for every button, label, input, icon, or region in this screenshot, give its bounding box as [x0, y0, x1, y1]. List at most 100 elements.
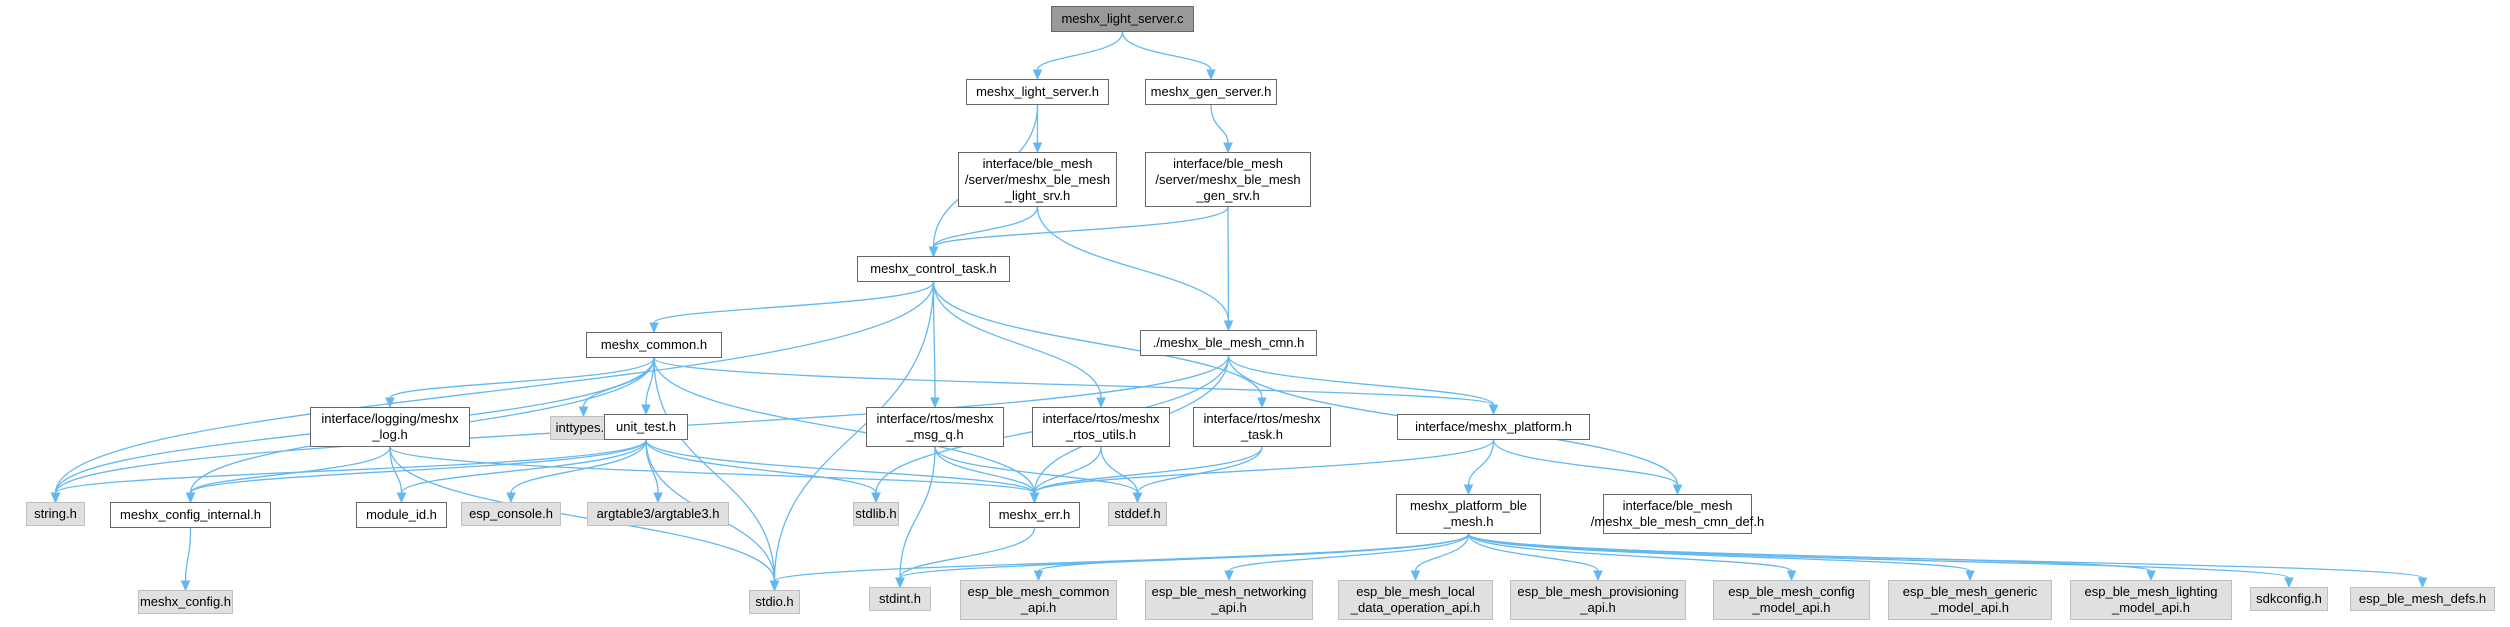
- node-platform-ble-mesh-h[interactable]: meshx_platform_ble_mesh.h: [1396, 494, 1541, 534]
- node-label-line: _log.h: [372, 427, 408, 442]
- edge-ble-mesh-cmn-h-to-platform-h: [1227, 355, 1499, 416]
- node-gen-server-h[interactable]: meshx_gen_server.h: [1145, 79, 1277, 105]
- node-label-line: interface/ble_mesh: [1173, 155, 1283, 171]
- edge-platform-ble-mesh-h-to-generic-model-api-h: [1467, 533, 1975, 582]
- node-label-line: meshx_gen_server.h: [1150, 84, 1272, 99]
- edge-unit-test-h-to-stdlib-h: [645, 439, 881, 504]
- node-label-line: _rtos_utils.h: [1065, 427, 1137, 442]
- edge-platform-ble-mesh-h-to-networking-api-h: [1224, 533, 1470, 582]
- node-lighting-model-api-h[interactable]: esp_ble_mesh_lighting_model_api.h: [2070, 580, 2232, 620]
- node-module-id-h[interactable]: module_id.h: [356, 502, 447, 528]
- node-stdio-h[interactable]: stdio.h: [749, 590, 800, 614]
- node-label-line: stddef.h: [1114, 506, 1161, 521]
- node-label-line: /server/meshx_ble_mesh: [1155, 171, 1301, 187]
- node-light-server-h[interactable]: meshx_light_server.h: [966, 79, 1109, 105]
- edge-light-srv-h-to-ble-mesh-cmn-h: [1036, 206, 1234, 332]
- node-config-model-api-h[interactable]: esp_ble_mesh_config_model_api.h: [1713, 580, 1870, 620]
- node-label-line: meshx_light_server.h: [976, 84, 1099, 99]
- node-provisioning-api-h[interactable]: esp_ble_mesh_provisioning_api.h: [1510, 580, 1686, 620]
- edge-control-task-h-to-task-h: [932, 281, 1267, 409]
- node-label-line: argtable3/argtable3.h: [596, 506, 720, 521]
- node-stddef-h[interactable]: stddef.h: [1108, 502, 1167, 526]
- node-ble-mesh-cmn-h[interactable]: ./meshx_ble_mesh_cmn.h: [1140, 330, 1317, 356]
- edge-platform-h-to-cmn-def-h: [1492, 439, 1683, 496]
- edge-msg-q-h-to-stdint-h: [895, 446, 936, 589]
- edge-platform-h-to-platform-ble-mesh-h: [1463, 439, 1495, 496]
- node-gen-srv-h[interactable]: interface/ble_mesh/server/meshx_ble_mesh…: [1145, 152, 1311, 207]
- edge-unit-test-h-to-string-h: [50, 439, 647, 504]
- node-argtable3-h[interactable]: argtable3/argtable3.h: [587, 502, 729, 526]
- edge-control-task-h-to-common-h: [649, 281, 935, 334]
- node-rtos-utils-h[interactable]: interface/rtos/meshx_rtos_utils.h: [1032, 407, 1170, 447]
- node-label-line: unit_test.h: [616, 419, 676, 434]
- node-label-line: _api.h: [1020, 600, 1057, 615]
- node-label-line: esp_console.h: [469, 506, 553, 521]
- node-label-line: meshx_light_server.c: [1061, 11, 1184, 26]
- node-label-line: meshx_common.h: [600, 337, 708, 352]
- node-root[interactable]: meshx_light_server.c: [1051, 6, 1194, 32]
- node-label-line: sdkconfig.h: [2256, 591, 2322, 606]
- edge-light-srv-h-to-control-task-h: [928, 206, 1039, 258]
- node-local-data-api-h[interactable]: esp_ble_mesh_local_data_operation_api.h: [1338, 580, 1493, 620]
- edge-task-h-to-stddef-h: [1132, 446, 1263, 504]
- node-networking-api-h[interactable]: esp_ble_mesh_networking_api.h: [1145, 580, 1313, 620]
- node-label-line: stdlib.h: [855, 506, 897, 521]
- edge-unit-test-h-to-module-id-h: [396, 439, 647, 504]
- node-label-line: _gen_srv.h: [1196, 187, 1260, 203]
- node-label-line: _model_api.h: [2111, 600, 2191, 615]
- node-meshx-config-h[interactable]: meshx_config.h: [138, 590, 233, 614]
- node-defs-h[interactable]: esp_ble_mesh_defs.h: [2350, 587, 2495, 611]
- node-task-h[interactable]: interface/rtos/meshx_task.h: [1193, 407, 1331, 447]
- node-label-line: _model_api.h: [1930, 600, 2010, 615]
- node-label-line: interface/ble_mesh: [982, 155, 1093, 171]
- edge-platform-ble-mesh-h-to-provisioning-api-h: [1467, 533, 1603, 582]
- node-label-line: meshx_config.h: [139, 594, 232, 609]
- node-sdkconfig-h[interactable]: sdkconfig.h: [2250, 587, 2328, 611]
- node-light-srv-h[interactable]: interface/ble_mesh/server/meshx_ble_mesh…: [958, 152, 1117, 207]
- node-esp-console-h[interactable]: esp_console.h: [461, 502, 561, 526]
- node-string-h[interactable]: string.h: [26, 502, 85, 526]
- edge-unit-test-h-to-esp-console-h: [506, 439, 647, 504]
- node-stdlib-h[interactable]: stdlib.h: [853, 502, 899, 526]
- edge-log-h-to-config-internal-h: [185, 446, 391, 504]
- edge-control-task-h-to-msg-q-h: [930, 281, 940, 409]
- node-label-line: module_id.h: [366, 507, 437, 522]
- node-common-api-h[interactable]: esp_ble_mesh_common_api.h: [960, 580, 1117, 620]
- node-stdint-h[interactable]: stdint.h: [869, 587, 931, 611]
- node-label-line: interface/logging/meshx: [321, 411, 459, 426]
- node-label-line: _model_api.h: [1752, 600, 1831, 615]
- edge-root-to-light-server-h: [1032, 31, 1124, 81]
- edge-platform-ble-mesh-h-to-common-api-h: [1033, 533, 1470, 582]
- node-unit-test-h[interactable]: unit_test.h: [604, 414, 688, 440]
- node-label-line: _api.h: [1211, 600, 1247, 615]
- node-label-line: esp_ble_mesh_networking: [1151, 584, 1307, 599]
- edge-common-h-to-log-h: [385, 357, 655, 409]
- node-common-h[interactable]: meshx_common.h: [586, 332, 722, 358]
- edge-config-internal-h-to-meshx-config-h: [180, 527, 192, 592]
- edge-unit-test-h-to-config-internal-h: [185, 439, 647, 504]
- node-label-line: _mesh.h: [1443, 514, 1494, 529]
- node-generic-model-api-h[interactable]: esp_ble_mesh_generic_model_api.h: [1888, 580, 2052, 620]
- edge-platform-ble-mesh-h-to-local-data-api-h: [1410, 533, 1470, 582]
- node-platform-h[interactable]: interface/meshx_platform.h: [1397, 414, 1590, 440]
- node-label-line: interface/meshx_platform.h: [1415, 419, 1572, 434]
- node-msg-q-h[interactable]: interface/rtos/meshx_msg_q.h: [866, 407, 1004, 447]
- node-label-line: _msg_q.h: [906, 427, 964, 442]
- node-label-line: esp_ble_mesh_config: [1728, 584, 1855, 599]
- node-label-line: interface/rtos/meshx: [1042, 411, 1160, 426]
- edge-err-h-to-stdint-h: [895, 527, 1036, 589]
- node-label-line: ./meshx_ble_mesh_cmn.h: [1152, 335, 1305, 350]
- node-err-h[interactable]: meshx_err.h: [989, 502, 1080, 528]
- node-control-task-h[interactable]: meshx_control_task.h: [857, 256, 1010, 282]
- node-config-internal-h[interactable]: meshx_config_internal.h: [110, 502, 271, 528]
- node-label-line: esp_ble_mesh_generic: [1902, 584, 2038, 599]
- node-log-h[interactable]: interface/logging/meshx_log.h: [310, 407, 470, 447]
- edge-gen-srv-h-to-ble-mesh-cmn-h: [1223, 206, 1234, 332]
- node-label-line: _task.h: [1241, 427, 1283, 442]
- node-cmn-def-h[interactable]: interface/ble_mesh/meshx_ble_mesh_cmn_de…: [1591, 494, 1764, 534]
- edge-platform-ble-mesh-h-to-sdkconfig-h: [1467, 533, 2294, 589]
- edge-control-task-h-to-rtos-utils-h: [932, 281, 1106, 409]
- node-label-line: meshx_err.h: [998, 507, 1071, 522]
